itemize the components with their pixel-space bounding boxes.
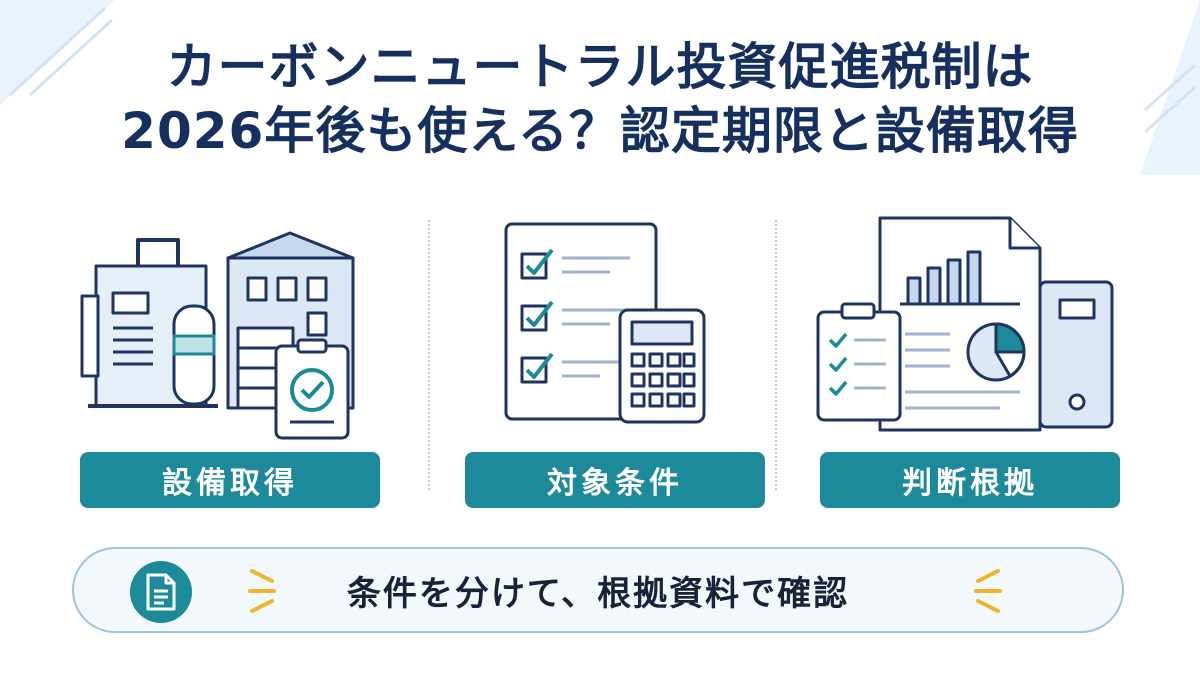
- section-label-equipment: 設備取得: [80, 452, 380, 508]
- report-binder-icon: [816, 216, 1114, 432]
- page-title-line-1: カーボンニュートラル投資促進税制は: [166, 38, 1034, 96]
- corner-decoration-left: [0, 0, 115, 105]
- page-title-line-2: 2026年後も使える？認定期限と設備取得: [121, 102, 1079, 160]
- column-divider: [428, 220, 430, 490]
- factory-equipment-icon: [80, 231, 355, 440]
- section-label-conditions: 対象条件: [465, 452, 765, 508]
- column-divider: [775, 220, 777, 490]
- summary-banner: 条件を分けて、根拠資料で確認: [72, 547, 1124, 633]
- checklist-calculator-icon: [504, 222, 706, 424]
- corner-decoration-right: [1140, 0, 1200, 175]
- sparkle-right-icon: [974, 569, 1002, 613]
- summary-text: 条件を分けて、根拠資料で確認: [346, 573, 850, 614]
- document-icon: [130, 561, 192, 623]
- section-label-basis: 判断根拠: [820, 452, 1120, 508]
- sparkle-left-icon: [248, 569, 276, 613]
